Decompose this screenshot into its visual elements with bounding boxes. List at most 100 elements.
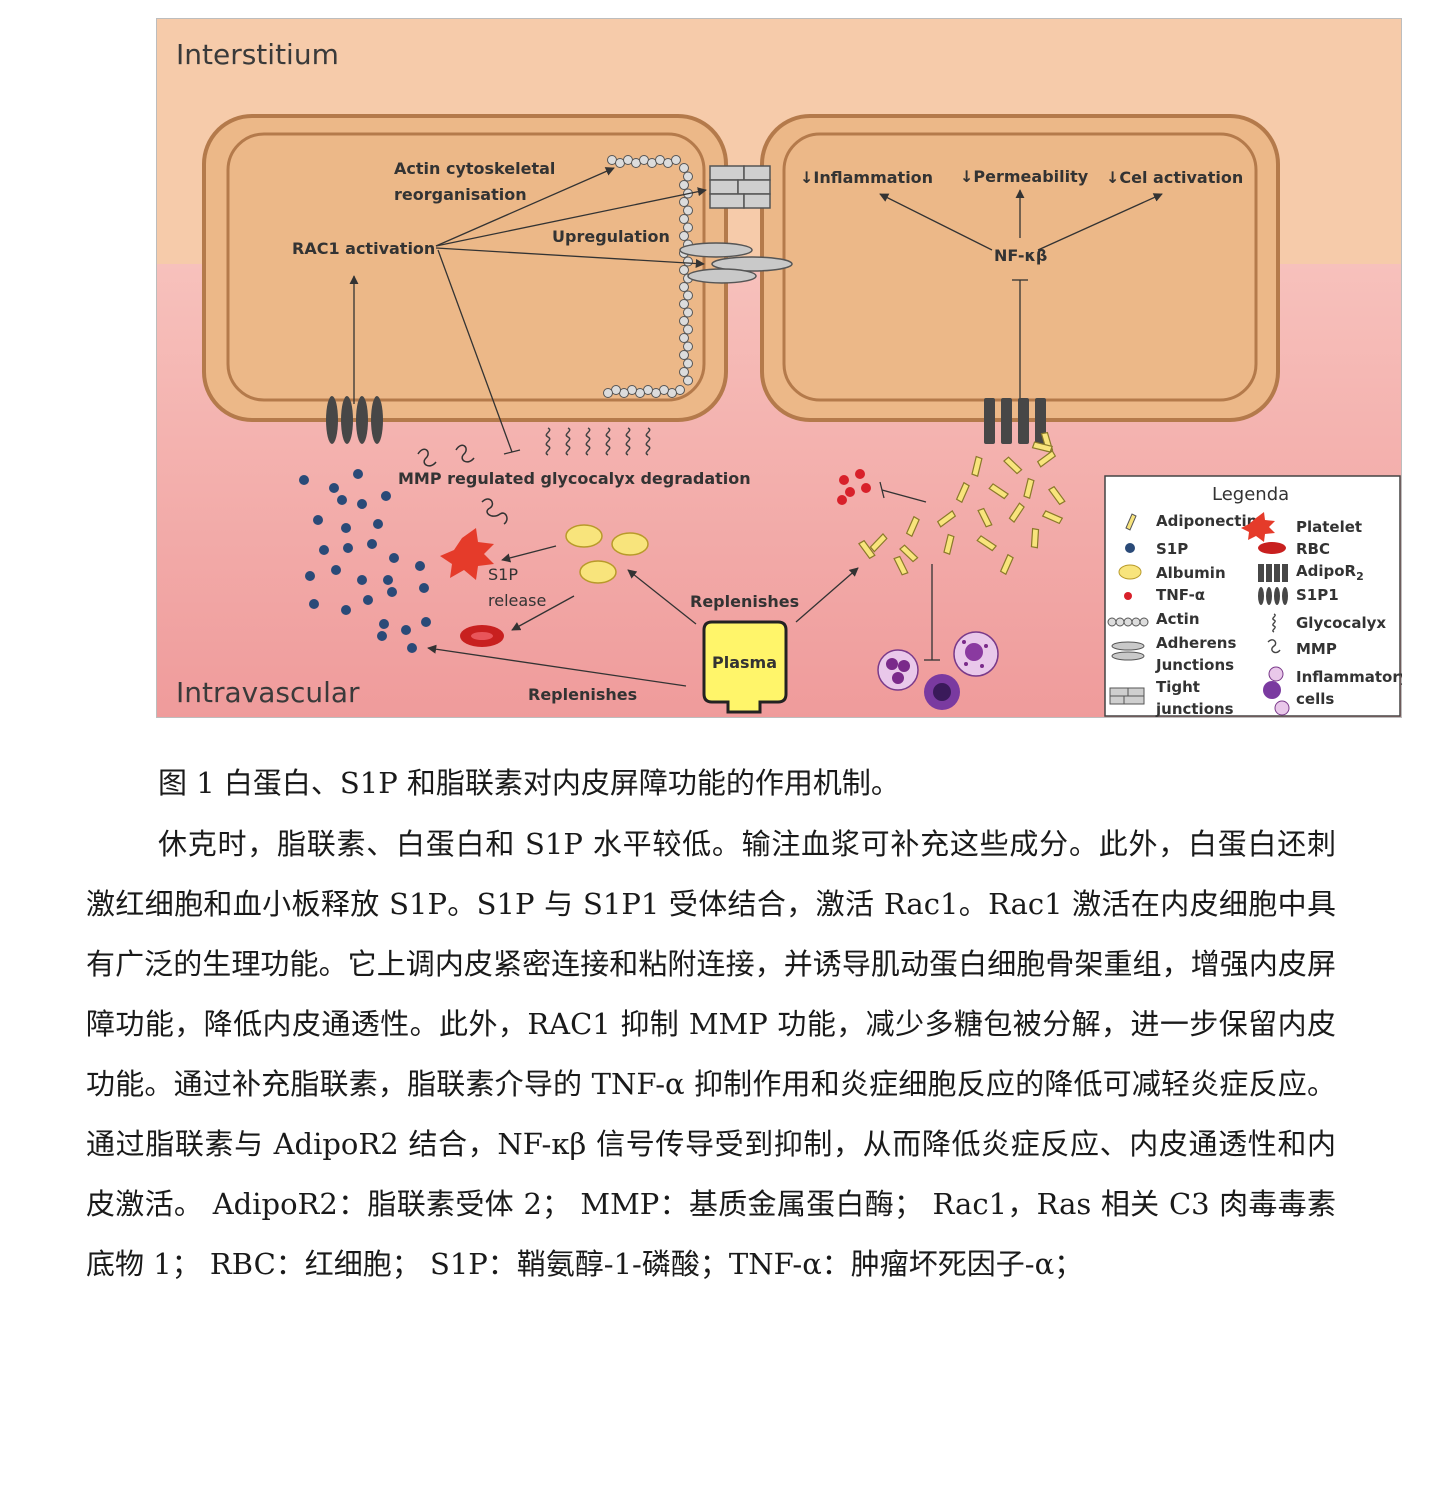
s1p-molecule [337,495,347,505]
actin-monomer [679,231,689,241]
inflammation-label: ↓Inflammation [800,168,933,187]
s1p-molecule [331,565,341,575]
legend-tight-line2: junctions [1155,700,1234,718]
s1p-molecule [401,625,411,635]
s1p-molecule [343,543,353,553]
adiponectin-molecule [893,555,909,576]
legend-glycocalyx: Glycocalyx [1296,614,1386,632]
cell-activation-label: ↓Cel activation [1106,168,1243,187]
adiponectin-molecule [1048,485,1066,506]
adiponectin-molecule [1030,527,1040,549]
actin-monomer [679,265,689,275]
adherens-junction [679,242,793,284]
actin-filament [603,155,693,398]
actin-reorganisation-label-line1: Actin cytoskeletal [394,159,555,178]
adiponectin-molecule [905,515,920,538]
adiponectin-molecule [999,553,1014,576]
actin-monomer [683,256,693,267]
actin-monomer [683,358,693,369]
actin-monomer [683,222,693,233]
upregulation-label: Upregulation [552,227,670,246]
legend-s1p: S1P [1156,540,1188,558]
left-intravascular-arrows [427,545,859,687]
glycocalyx-strand [545,427,551,456]
plasma-bag [702,620,788,714]
s1p-molecule [421,617,431,627]
s1p-molecule [381,491,391,501]
adiponectin-molecule [943,533,955,555]
legend-mmp: MMP [1296,640,1337,658]
adiponectin-molecule [1036,450,1057,468]
actin-monomer [683,171,693,182]
adiponectin-molecule [971,455,983,477]
s1p-molecule [415,561,425,571]
tnf-alpha-molecules [837,469,871,505]
actin-monomer [683,307,693,318]
adiponectin-inhibition [879,481,940,661]
actin-monomer [679,367,689,377]
adiponectin-molecule [977,507,993,528]
adiponectin-molecule [899,544,919,563]
legend-adipor2: AdipoR2 [1296,562,1364,583]
legend-inflammatory-line2: cells [1296,690,1334,708]
legend-tight-line1: Tight [1156,678,1200,696]
actin-monomer [683,290,693,301]
mmp-molecules [417,444,508,525]
s1p-release-label-line2: release [488,591,546,610]
s1p-molecule [383,575,393,585]
legend-s1p1: S1P1 [1296,586,1339,604]
s1p-molecule [329,483,339,493]
plasma-label: Plasma [712,653,777,672]
adipor2-receptor [984,398,1046,444]
actin-monomer [679,163,689,173]
s1p-molecule [377,631,387,641]
s1p-molecule [305,571,315,581]
legend-title: Legenda [1212,484,1289,505]
adiponectin-molecule [1008,502,1025,523]
s1p-molecule [299,475,309,485]
s1p-molecule [319,545,329,555]
left-endothelial-cell [202,114,728,422]
legend: Legenda Adiponectin Platelet S1P RBC Alb… [1104,475,1402,718]
actin-monomer [679,214,689,224]
replenishes-label-2: Replenishes [528,685,637,704]
glycocalyx-strand [565,427,571,456]
actin-monomer [683,341,693,352]
s1p-molecule [309,599,319,609]
legend-adherens-line2: Junctions [1155,656,1234,674]
s1p-molecule [379,619,389,629]
legend-inflammatory-line1: Inflammatory [1296,668,1402,686]
actin-monomer [679,299,689,309]
actin-monomer [679,350,689,360]
glycocalyx-strand [625,427,631,456]
adiponectin-molecule [858,539,876,560]
s1p-release-label-line1: S1P [488,565,518,584]
adiponectin-molecule [1023,477,1035,499]
body-paragraph: 休克时，脂联素、白蛋白和 S1P 水平较低。输注血浆可补充这些成分。此外，白蛋白… [86,827,1336,1281]
actin-monomer [671,155,681,165]
figure-caption: 图 1 白蛋白、S1P 和脂联素对内皮屏障功能的作用机制。 [158,766,900,800]
albumin-molecules [565,524,649,584]
actin-monomer [679,197,689,207]
permeability-label: ↓Permeability [960,167,1089,186]
s1p-molecule [367,539,377,549]
tight-junction [709,165,771,209]
s1p-molecule [389,553,399,563]
intravascular-label: Intravascular [176,676,360,709]
legend-adherens-line1: Adherens [1156,634,1236,652]
s1p-molecule [357,575,367,585]
rac1-activation-label: RAC1 activation [292,239,435,258]
legend-actin: Actin [1156,610,1200,628]
s1p-molecule [419,583,429,593]
s1p1-receptor [326,396,383,444]
glycocalyx-strand [645,427,651,456]
legend-platelet: Platelet [1296,518,1362,536]
actin-monomer [679,316,689,326]
actin-monomer [603,388,613,398]
platelet [440,528,494,580]
glycocalyx [545,427,651,456]
s1p-molecules [299,469,431,653]
adiponectin-molecule [955,481,970,504]
s1p-molecule [357,499,367,509]
adiponectin-molecule [976,535,997,552]
